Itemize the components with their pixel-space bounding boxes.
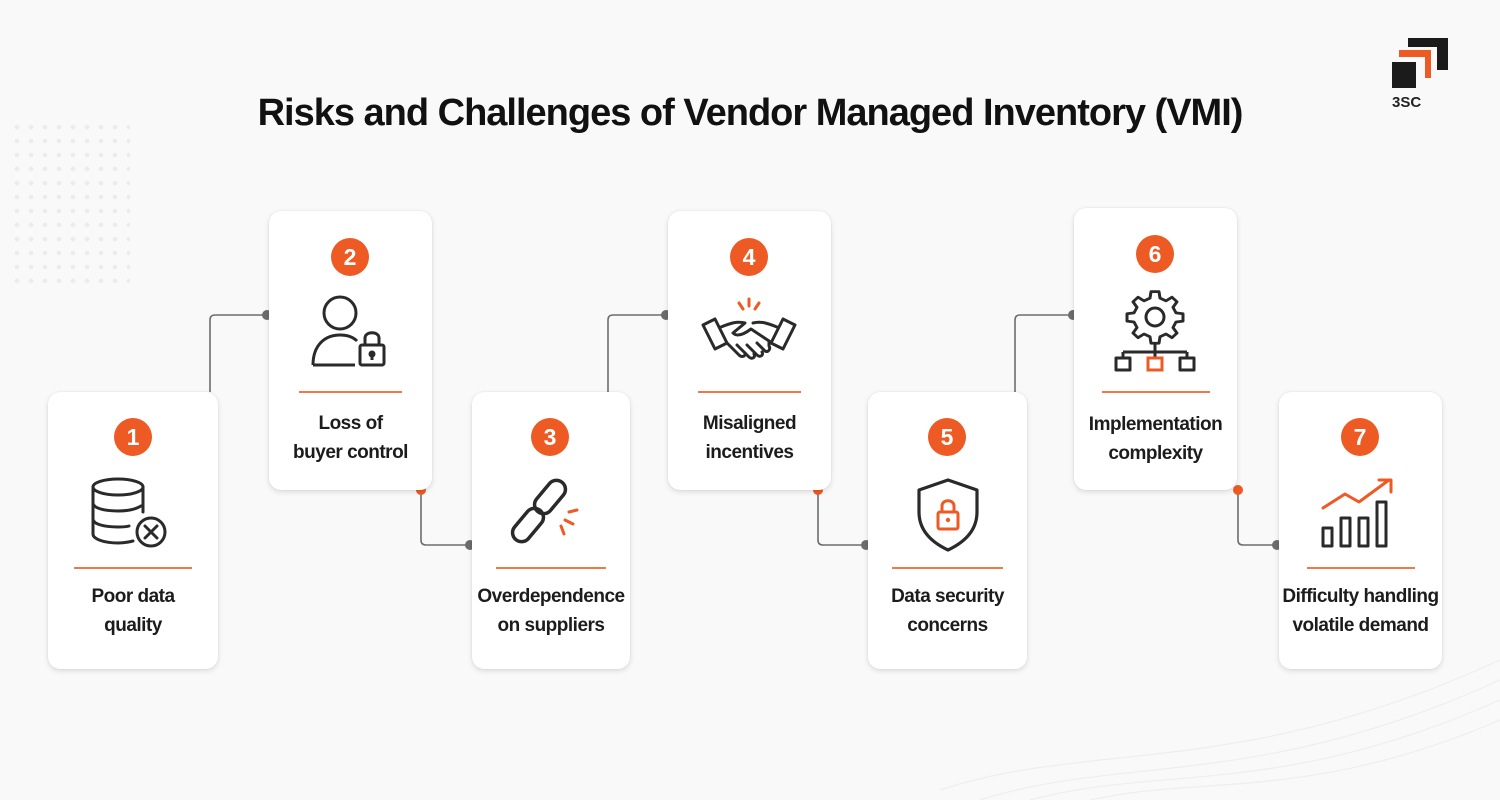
- step-label: Loss of buyer control: [293, 413, 408, 463]
- user-lock-icon: [311, 295, 386, 367]
- step-divider: [1307, 567, 1415, 569]
- step-number-badge: 3: [531, 418, 569, 456]
- step-number-badge: 6: [1136, 235, 1174, 273]
- brand-logo: 3SC: [1390, 38, 1448, 116]
- shield-lock-icon: [917, 478, 979, 552]
- broken-link-icon: [510, 478, 579, 544]
- database-error-icon: [91, 477, 167, 548]
- logo-mark-icon: [1392, 38, 1448, 90]
- step-label: Overdependence on suppliers: [477, 586, 625, 636]
- decorative-dot-grid: [10, 120, 130, 290]
- step-divider: [698, 391, 801, 393]
- step-card-2: 2 Loss of buyer control: [269, 211, 432, 490]
- step-divider: [74, 567, 192, 569]
- handshake-icon: [701, 297, 797, 360]
- step-number-badge: 7: [1341, 418, 1379, 456]
- step-card-6: 6 Implementation complexity: [1074, 208, 1237, 490]
- connector-3-4: [607, 314, 666, 392]
- connector-4-5: [817, 490, 866, 546]
- step-label: Misaligned incentives: [702, 413, 797, 463]
- step-divider: [496, 567, 606, 569]
- step-card-3: 3 Overdependence on suppliers: [472, 392, 630, 669]
- step-divider: [1102, 391, 1210, 393]
- connector-1-2: [209, 314, 267, 392]
- step-divider: [299, 391, 402, 393]
- step-number-badge: 5: [928, 418, 966, 456]
- logo-text: 3SC: [1392, 94, 1422, 111]
- step-card-1: 1 Poor data quality: [48, 392, 218, 669]
- step-label: Difficulty handling volatile demand: [1282, 586, 1439, 636]
- step-card-7: 7 Difficulty handling volatile demand: [1279, 392, 1442, 669]
- step-card-5: 5 Data security concerns: [868, 392, 1027, 669]
- connector-5-6: [1014, 314, 1073, 392]
- step-number-badge: 2: [331, 238, 369, 276]
- page-title: Risks and Challenges of Vendor Managed I…: [257, 92, 1244, 134]
- gear-hierarchy-icon: [1114, 290, 1196, 372]
- step-label: Poor data quality: [91, 586, 175, 636]
- connector-2-3: [420, 490, 470, 546]
- step-divider: [892, 567, 1003, 569]
- step-number-badge: 4: [730, 238, 768, 276]
- step-label: Data security concerns: [891, 586, 1004, 636]
- step-number-badge: 1: [114, 418, 152, 456]
- rising-chart-icon: [1321, 478, 1393, 548]
- connector-6-7: [1237, 490, 1277, 546]
- step-label: Implementation complexity: [1088, 414, 1223, 464]
- decorative-wave-lines: [940, 659, 1500, 800]
- step-card-4: 4 Misaligned incentives: [668, 211, 831, 490]
